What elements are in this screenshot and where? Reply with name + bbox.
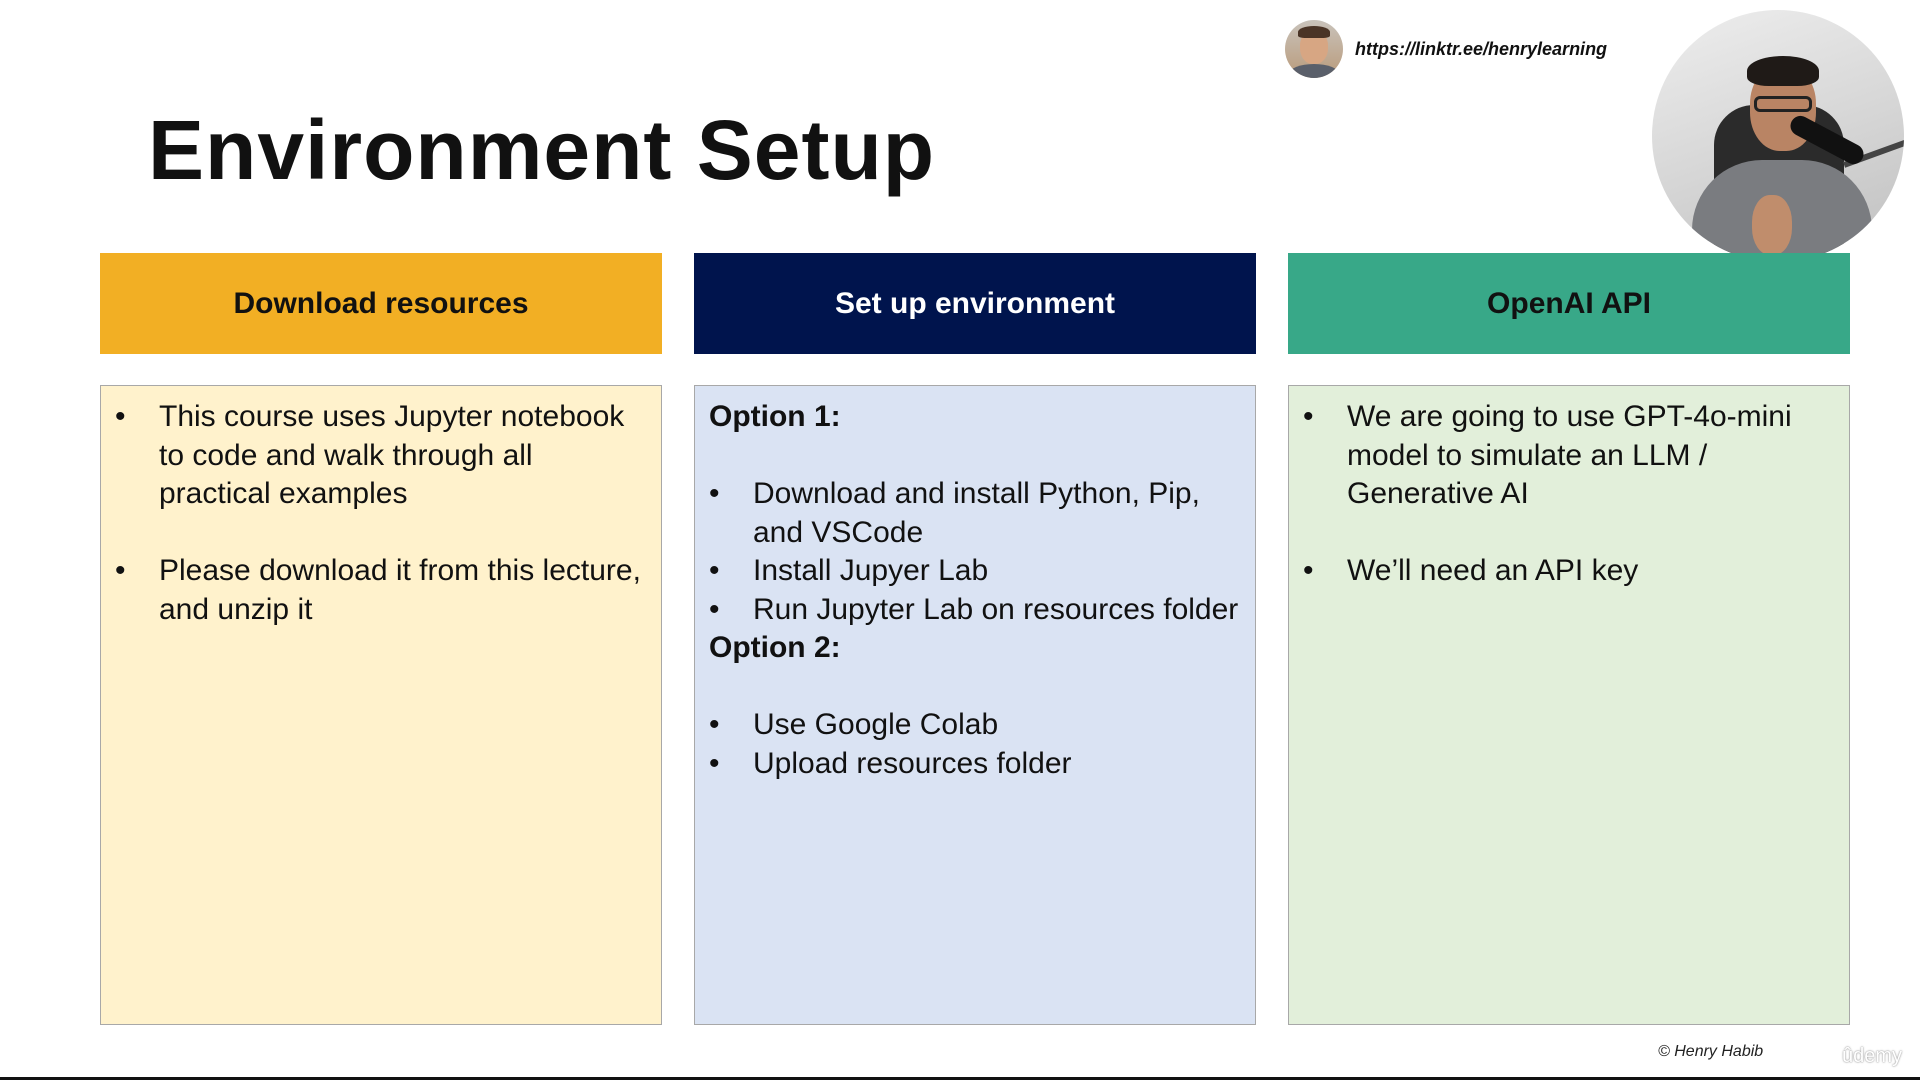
list-item: We are going to use GPT-4o-mini model to… bbox=[1303, 398, 1835, 514]
column-header: Download resources bbox=[100, 253, 662, 354]
column-body: We are going to use GPT-4o-mini model to… bbox=[1288, 385, 1850, 1025]
list-item: Use Google Colab bbox=[709, 706, 1241, 745]
list-item: Run Jupyter Lab on resources folder bbox=[709, 591, 1241, 630]
column-header: OpenAI API bbox=[1288, 253, 1850, 354]
option-2-label: Option 2: bbox=[709, 631, 841, 664]
bullet-list: This course uses Jupyter notebook to cod… bbox=[115, 398, 647, 629]
bottom-divider bbox=[0, 1077, 1920, 1080]
column-body: Option 1: Download and install Python, P… bbox=[694, 385, 1256, 1025]
column-set-up-environment: Set up environment Option 1: Download an… bbox=[694, 253, 1256, 1025]
list-item: Upload resources folder bbox=[709, 745, 1241, 784]
instructor-avatar bbox=[1285, 20, 1343, 78]
column-download-resources: Download resources This course uses Jupy… bbox=[100, 253, 662, 1025]
list-item: Download and install Python, Pip, and VS… bbox=[709, 475, 1241, 552]
copyright-notice: © Henry Habib bbox=[1658, 1043, 1764, 1060]
option-2-list: Use Google Colab Upload resources folder bbox=[709, 706, 1241, 783]
list-item: Install Jupyer Lab bbox=[709, 552, 1241, 591]
option-1-list: Download and install Python, Pip, and VS… bbox=[709, 475, 1241, 629]
column-header: Set up environment bbox=[694, 253, 1256, 354]
list-item: We’ll need an API key bbox=[1303, 552, 1835, 591]
bullet-list: We are going to use GPT-4o-mini model to… bbox=[1303, 398, 1835, 591]
column-openai-api: OpenAI API We are going to use GPT-4o-mi… bbox=[1288, 253, 1850, 1025]
instructor-webcam bbox=[1652, 10, 1904, 262]
list-item: This course uses Jupyter notebook to cod… bbox=[115, 398, 647, 514]
slide-title: Environment Setup bbox=[148, 103, 936, 197]
option-1-label: Option 1: bbox=[709, 400, 841, 433]
instructor-link[interactable]: https://linktr.ee/henrylearning bbox=[1285, 20, 1607, 78]
list-item: Please download it from this lecture, an… bbox=[115, 552, 647, 629]
column-body: This course uses Jupyter notebook to cod… bbox=[100, 385, 662, 1025]
linktree-url[interactable]: https://linktr.ee/henrylearning bbox=[1355, 38, 1608, 59]
udemy-watermark: ûdemy bbox=[1842, 1045, 1903, 1067]
